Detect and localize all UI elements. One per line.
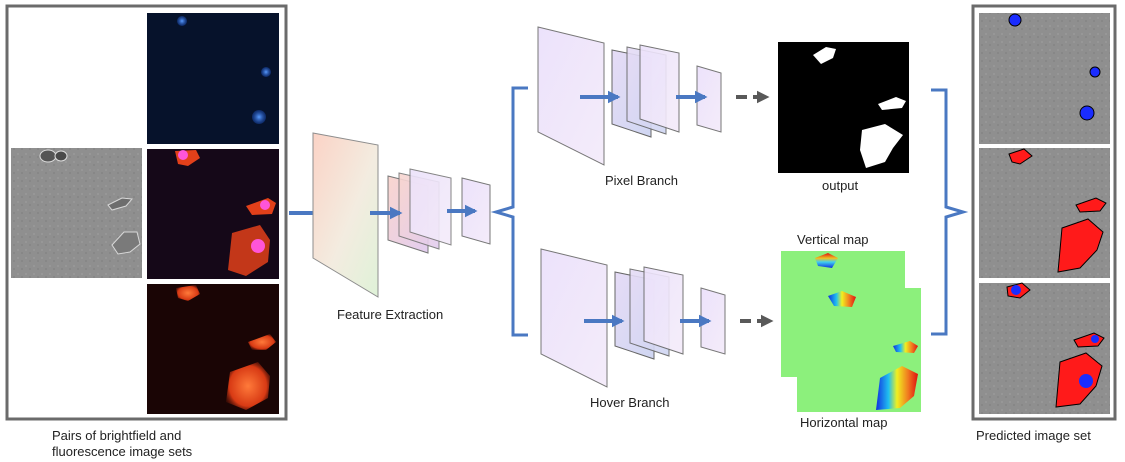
output-mask-image [778,42,909,173]
hover-branch-block [540,248,774,388]
hover-branch-label: Hover Branch [590,395,670,410]
input-caption-line1: Pairs of brightfield and [52,428,182,443]
predicted-cell-image [979,148,1110,278]
input-caption-line2: fluorescence image sets [52,444,193,459]
nucleus-fluorescence-image [147,13,279,144]
predicted-overlay-image [979,282,1110,414]
vertical-map-label: Vertical map [797,232,869,247]
cell-fluorescence-image [147,284,279,414]
feature-extraction-block [312,132,491,298]
input-image-set-panel [5,4,288,421]
branch-merge-bracket [931,88,969,336]
brightfield-image [11,148,142,278]
branch-split-bracket [490,86,528,337]
pixel-branch-block [537,26,770,166]
horizontal-map-image [797,288,921,412]
pixel-branch-label: Pixel Branch [605,173,678,188]
feature-extraction-label: Feature Extraction [337,307,444,322]
predicted-image-set-panel [971,4,1117,421]
predicted-image-set-label: Predicted image set [976,428,1091,443]
merged-fluorescence-image [147,149,279,279]
horizontal-map-label: Horizontal map [800,415,888,430]
output-label: output [822,178,859,193]
predicted-nucleus-image [979,13,1110,144]
input-caption: Pairs of brightfield and fluorescence im… [52,428,252,460]
